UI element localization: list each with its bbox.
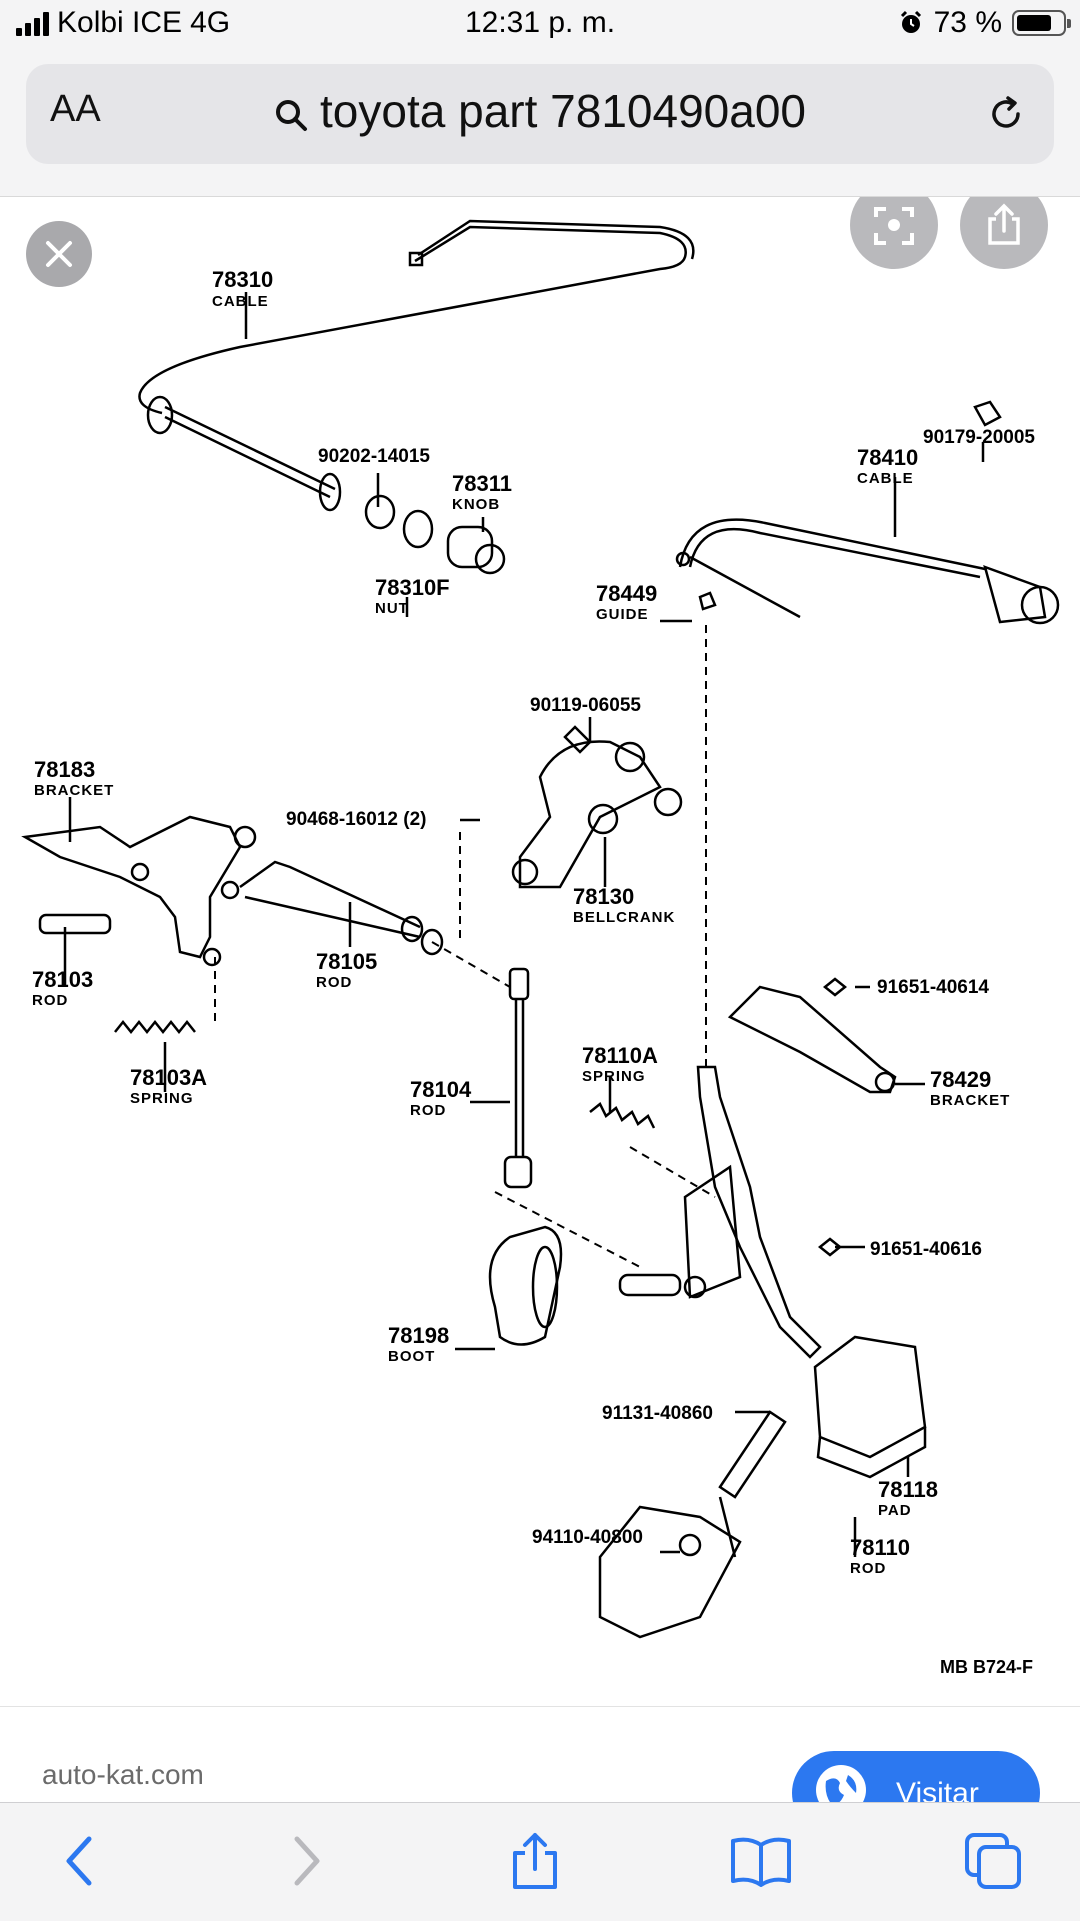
part-number: 91651-40616 bbox=[870, 1239, 982, 1260]
rod-78105 bbox=[239, 860, 421, 929]
part-number: 78103A bbox=[130, 1065, 207, 1090]
visual-lookup-icon bbox=[874, 207, 914, 245]
visit-button[interactable]: Visitar bbox=[792, 1751, 1040, 1803]
part-number: 78429 bbox=[930, 1067, 991, 1092]
status-right: 73 % bbox=[898, 6, 1071, 40]
part-number: 78110A bbox=[582, 1043, 658, 1068]
rod-78104 bbox=[508, 967, 530, 1001]
text-size-button[interactable]: AA bbox=[50, 88, 101, 130]
pedal-arm-78110 bbox=[696, 1065, 822, 1359]
back-icon bbox=[66, 1836, 92, 1886]
part-number: 78449 bbox=[596, 581, 657, 606]
share-button[interactable] bbox=[500, 1831, 570, 1891]
alarm-icon bbox=[900, 10, 921, 33]
part-number: 78310 bbox=[212, 267, 273, 292]
reload-icon[interactable] bbox=[984, 92, 1028, 136]
part-number: 90468-16012 (2) bbox=[286, 809, 427, 830]
part-number: 90119-06055 bbox=[530, 695, 641, 716]
forward-button[interactable] bbox=[272, 1831, 342, 1891]
carrier-label: Kolbi ICE bbox=[57, 6, 183, 39]
part-name: SPRING bbox=[582, 1068, 646, 1085]
part-number: 90202-14015 bbox=[318, 446, 430, 467]
part-number: 78311 bbox=[452, 471, 512, 496]
bracket-78429 bbox=[727, 985, 897, 1094]
network-label: 4G bbox=[190, 6, 231, 39]
bookmarks-button[interactable] bbox=[726, 1831, 796, 1891]
part-name: NUT bbox=[375, 600, 409, 617]
globe-icon bbox=[816, 1765, 866, 1803]
part-number: 91131-40860 bbox=[602, 1403, 713, 1424]
image-viewer: 78310 CABLE 90202-14015 78311 KNOB 78310… bbox=[0, 197, 1080, 1705]
source-site[interactable]: auto-kat.com bbox=[42, 1759, 204, 1790]
part-labels: 78310 CABLE 90202-14015 78311 KNOB 78310… bbox=[32, 267, 1035, 1677]
share-icon bbox=[988, 203, 1020, 245]
part-name: BRACKET bbox=[34, 782, 114, 799]
part-number: 78118 bbox=[878, 1477, 938, 1502]
pedal-stop bbox=[598, 1505, 742, 1639]
back-button[interactable] bbox=[44, 1831, 114, 1891]
status-left: Kolbi ICE 4G bbox=[16, 6, 230, 40]
part-name: ROD bbox=[410, 1102, 446, 1119]
part-name: ROD bbox=[316, 974, 352, 991]
part-number: 78130 bbox=[573, 884, 634, 909]
part-name: CABLE bbox=[857, 470, 914, 487]
part-name: BELLCRANK bbox=[573, 909, 675, 926]
address-bar[interactable]: AA toyota part 7810490a00 bbox=[26, 64, 1054, 164]
part-number: 78103 bbox=[32, 967, 93, 992]
part-number: 78310F bbox=[375, 575, 450, 600]
visit-label: Visitar bbox=[896, 1777, 979, 1803]
part-number: 91651-40614 bbox=[877, 977, 989, 998]
part-name: CABLE bbox=[212, 293, 269, 310]
pad-78118 bbox=[813, 1335, 927, 1459]
part-number: 90179-20005 bbox=[923, 427, 1035, 448]
source-row: auto-kat.com Visitar bbox=[0, 1706, 1080, 1803]
battery-percent: 73 % bbox=[933, 6, 1002, 39]
part-name: BRACKET bbox=[930, 1092, 1010, 1109]
part-number: 78104 bbox=[410, 1077, 472, 1102]
part-name: BOOT bbox=[388, 1348, 435, 1365]
part-name: PAD bbox=[878, 1502, 912, 1519]
figure-code: MB B724-F bbox=[940, 1657, 1033, 1677]
visual-lookup-button[interactable] bbox=[850, 197, 938, 269]
part-name: KNOB bbox=[452, 496, 500, 513]
bottom-toolbar bbox=[0, 1802, 1080, 1921]
tabs-button[interactable] bbox=[958, 1831, 1028, 1891]
part-number: 78410 bbox=[857, 445, 918, 470]
part-name: ROD bbox=[850, 1560, 886, 1577]
signal-icon bbox=[16, 10, 49, 36]
address-bar-area: AA toyota part 7810490a00 bbox=[0, 52, 1080, 197]
parts-diagram: 78310 CABLE 90202-14015 78311 KNOB 78310… bbox=[21, 219, 1060, 1677]
part-number: 94110-40800 bbox=[532, 1527, 643, 1548]
forward-icon bbox=[294, 1836, 320, 1886]
part-name: ROD bbox=[32, 992, 68, 1009]
bookmarks-icon bbox=[731, 1837, 791, 1887]
url-field[interactable]: toyota part 7810490a00 bbox=[26, 84, 1054, 138]
bellcrank-78130 bbox=[518, 740, 662, 889]
part-name: SPRING bbox=[130, 1090, 194, 1107]
part-number: 78198 bbox=[388, 1323, 449, 1348]
close-icon bbox=[46, 241, 72, 267]
close-button[interactable] bbox=[26, 221, 92, 287]
status-time: 12:31 p. m. bbox=[464, 6, 616, 39]
status-bar: Kolbi ICE 4G 12:31 p. m. 73 % bbox=[0, 0, 1080, 52]
cable-78310 bbox=[138, 225, 687, 415]
share-image-button[interactable] bbox=[960, 197, 1048, 269]
search-icon bbox=[276, 99, 308, 131]
part-number: 78183 bbox=[34, 757, 95, 782]
battery-icon bbox=[1012, 10, 1071, 36]
spring-78103a bbox=[114, 1019, 196, 1035]
spring-78110a bbox=[589, 1102, 656, 1129]
share-icon bbox=[513, 1833, 557, 1889]
bracket-78183 bbox=[21, 815, 242, 959]
part-name: GUIDE bbox=[596, 606, 649, 623]
part-number: 78110 bbox=[850, 1535, 910, 1560]
boot-78198 bbox=[488, 1225, 563, 1346]
tabs-icon bbox=[965, 1833, 1021, 1889]
part-number: 78105 bbox=[316, 949, 377, 974]
cable-78410 bbox=[688, 527, 981, 579]
search-query: toyota part 7810490a00 bbox=[320, 85, 806, 137]
